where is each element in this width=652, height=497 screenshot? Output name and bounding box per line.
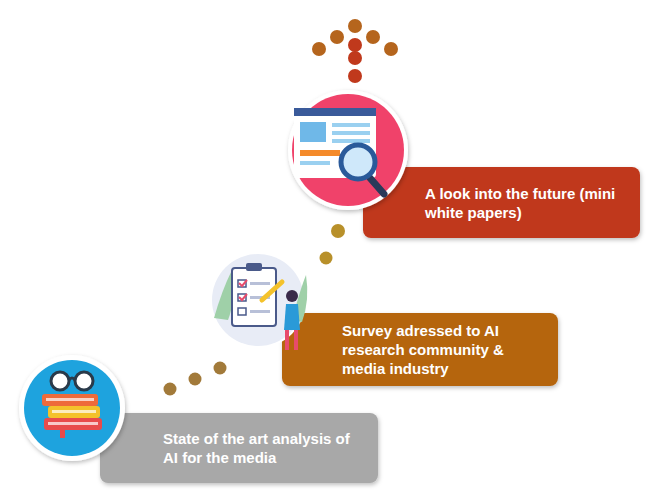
dotted-arrow [312, 19, 398, 83]
label-band [282, 313, 558, 386]
dotted-path [320, 224, 346, 265]
label-text: Survey adressed to AI research community… [342, 321, 548, 378]
label-box: A look into the future (mini white paper… [363, 167, 640, 238]
label-box: State of the art analysis of AI for the … [100, 413, 378, 483]
books-icon [19, 355, 125, 461]
dotted-path [164, 362, 227, 396]
research-icon [288, 90, 408, 210]
survey-icon [210, 252, 307, 350]
label-text: State of the art analysis of AI for the … [163, 429, 368, 467]
label-text: A look into the future (mini white paper… [425, 184, 630, 222]
label-band [363, 167, 640, 238]
label-box: Survey adressed to AI research community… [282, 313, 558, 386]
label-band [100, 413, 378, 483]
